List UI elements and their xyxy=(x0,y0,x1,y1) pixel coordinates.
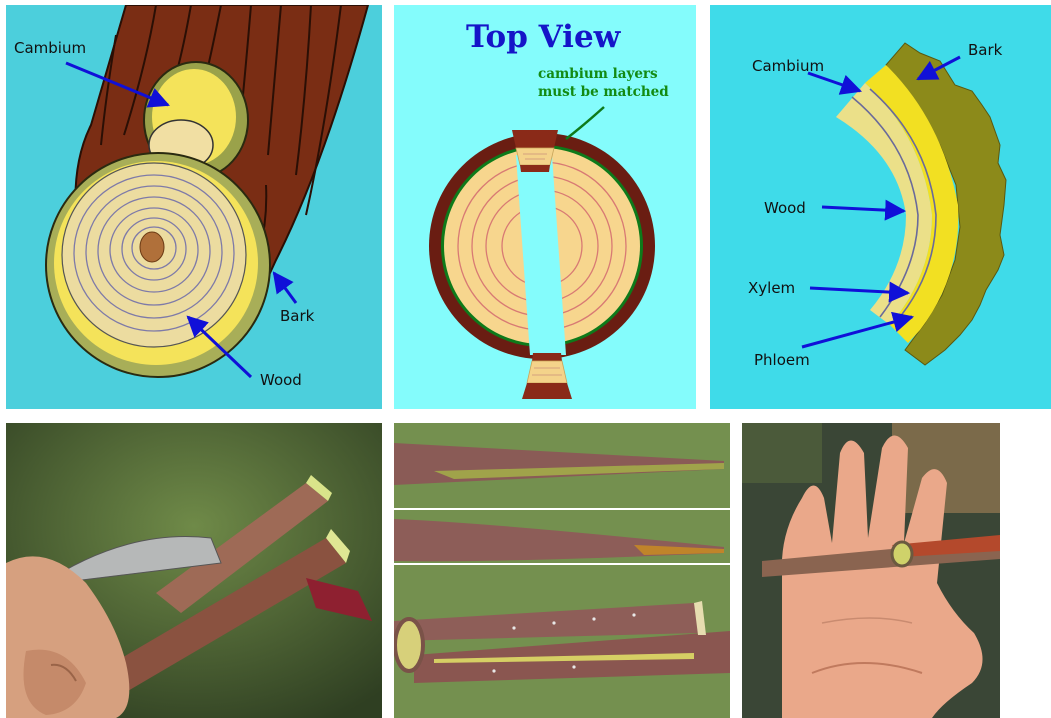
photo-hand-graft xyxy=(742,423,1000,718)
label-bark: Bark xyxy=(280,307,314,325)
label-wood: Wood xyxy=(764,199,806,217)
note-line-1: cambium layers xyxy=(538,65,669,83)
layers-panel: Cambium Bark Wood Xylem Phloem xyxy=(710,5,1051,409)
scion-bottom xyxy=(522,353,572,399)
arrow-bark xyxy=(274,273,296,303)
arrow-phloem xyxy=(802,317,912,347)
cross-section-illustration xyxy=(6,5,382,409)
note-line-2: must be matched xyxy=(538,83,669,101)
label-cambium: Cambium xyxy=(752,57,824,75)
arrow-wood xyxy=(822,207,904,211)
note-pointer xyxy=(566,107,604,139)
label-bark: Bark xyxy=(968,41,1002,59)
top-view-panel: Top View cambium layers must be matched xyxy=(394,5,696,409)
pith xyxy=(140,232,164,262)
label-wood: Wood xyxy=(260,371,302,389)
cambium-note: cambium layers must be matched xyxy=(538,65,669,101)
photo-knife-cut xyxy=(6,423,382,718)
label-xylem: Xylem xyxy=(748,279,795,297)
label-phloem: Phloem xyxy=(754,351,810,369)
arrow-cambium xyxy=(808,73,860,91)
photo-matched-cuts xyxy=(394,423,730,718)
cross-section-panel: Cambium Bark Wood xyxy=(6,5,382,409)
top-view-title: Top View xyxy=(466,19,620,55)
label-cambium: Cambium xyxy=(14,39,86,57)
